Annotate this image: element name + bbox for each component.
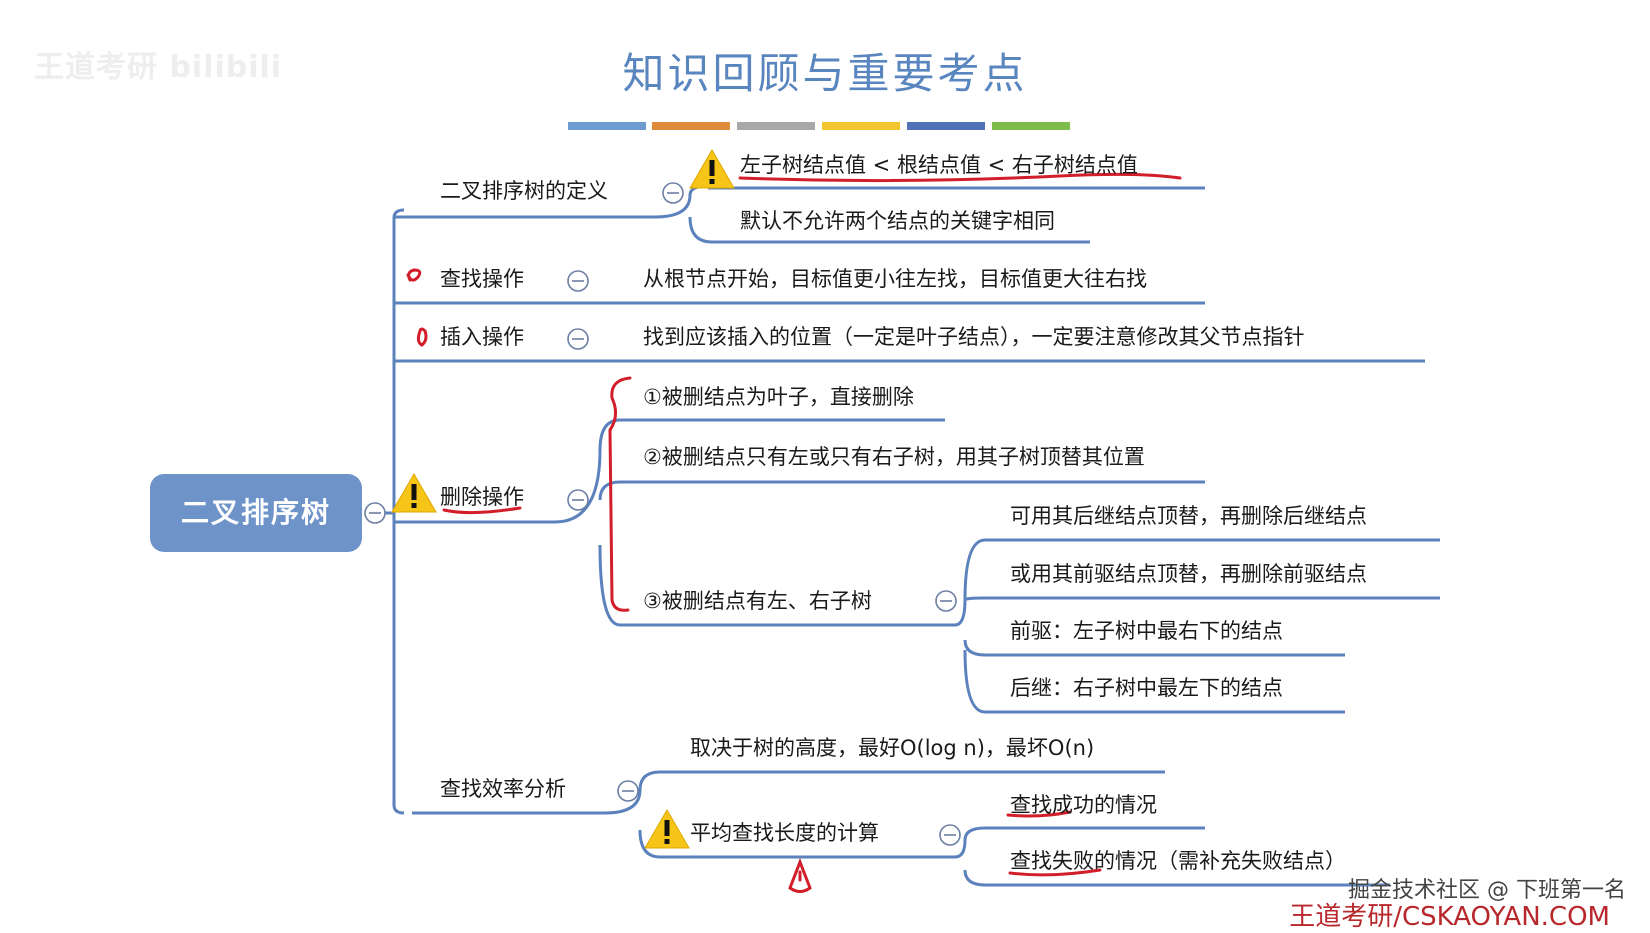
case3-child-3: 前驱：左子树中最右下的结点 [1010,619,1283,643]
efficiency-child-1: 取决于树的高度，最好O(log n)，最坏O(n) [690,736,1095,760]
watermark-cskaoyan: 王道考研/CSKAOYAN.COM [1289,902,1610,932]
red-mark-search [406,268,422,282]
warning-icon-asl [644,809,690,849]
definition-child-1: 左子树结点值 < 根结点值 < 右子树结点值 [740,153,1138,177]
warning-icon-delete [391,473,437,513]
red-underline-delete [442,506,522,515]
search-child-1: 从根节点开始，目标值更小往左找，目标值更大往右找 [643,267,1147,291]
red-underline-asl-1 [1006,810,1072,818]
efficiency-child-2[interactable]: 平均查找长度的计算 [690,821,879,845]
delete-branch [554,418,621,627]
delete-child-1: ①被删结点为叶子，直接删除 [643,385,914,409]
branch-efficiency-label[interactable]: 查找效率分析 [440,777,566,801]
case3-child-2: 或用其前驱结点顶替，再删除前驱结点 [1010,562,1367,586]
asl-child-2: 查找失败的情况（需补充失败结点） [1010,849,1346,873]
case3-child-4: 后继：右子树中最左下的结点 [1010,676,1283,700]
branch-search-label[interactable]: 查找操作 [440,267,524,291]
red-underline-def-1 [738,172,1182,183]
title-bar-4 [822,122,900,130]
insert-child-1: 找到应该插入的位置（一定是叶子结点），一定要注意修改其父节点指针 [643,325,1305,349]
watermark-top-left: 王道考研 bilibili [34,50,283,85]
branch-definition-label[interactable]: 二叉排序树的定义 [440,179,608,203]
definition-child-2: 默认不允许两个结点的关键字相同 [740,209,1055,233]
title-bar-6 [992,122,1070,130]
case3-child-1: 可用其后继结点顶替，再删除后继结点 [1010,504,1367,528]
red-underline-asl-2 [1008,868,1102,877]
warning-icon-definition [689,149,735,189]
title-color-bars [568,122,1070,130]
delete-child-3[interactable]: ③被删结点有左、右子树 [643,589,872,613]
efficiency-branch [604,770,661,859]
red-mark-insert [416,327,428,347]
red-triangle-mark [788,857,812,893]
asl-child-1: 查找成功的情况 [1010,793,1157,817]
watermark-juejin: 掘金技术社区 @ 下班第一名 [1348,878,1626,903]
title-bar-3 [737,122,815,130]
asl-branch [935,826,986,887]
branch-delete-label[interactable]: 删除操作 [440,485,524,509]
delete-child-2: ②被删结点只有左或只有右子树，用其子树顶替其位置 [643,445,1145,469]
red-brace-delete [608,376,632,612]
page-title: 知识回顾与重要考点 [622,49,1028,98]
title-bar-1 [568,122,646,130]
branch-insert-label[interactable]: 插入操作 [440,325,524,349]
title-bar-2 [652,122,730,130]
root-node[interactable]: 二叉排序树 [150,474,362,552]
case3-branch [930,538,986,714]
title-bar-5 [907,122,985,130]
